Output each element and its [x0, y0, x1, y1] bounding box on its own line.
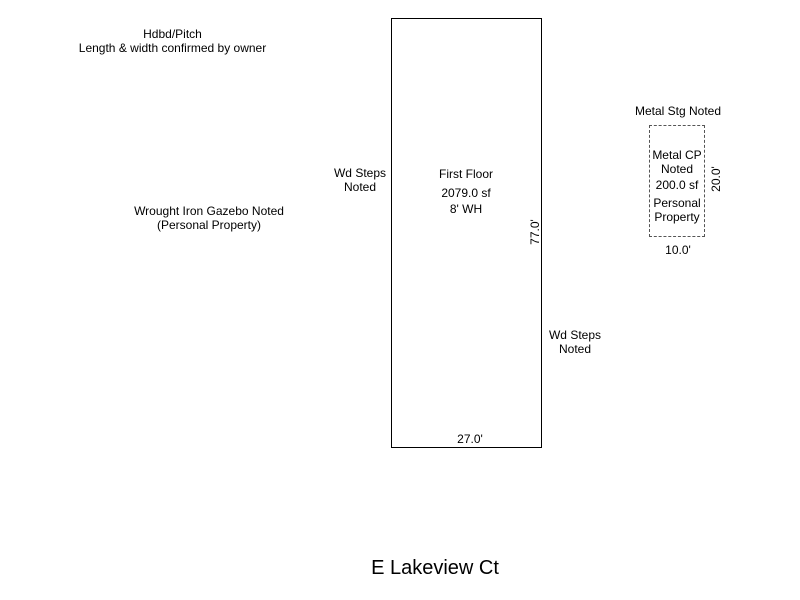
first-floor-label: First Floor 2079.0 sf 8' WH [426, 167, 506, 216]
first-floor-outline [391, 18, 542, 448]
steps-right-note: Wd Steps Noted [540, 328, 610, 356]
gazebo-note-line1: Wrought Iron Gazebo Noted [134, 204, 284, 218]
roof-note: Hdbd/Pitch Length & width confirmed by o… [60, 27, 285, 55]
steps-left-line1: Wd Steps [333, 166, 387, 180]
carport-area: 200.0 sf [655, 178, 699, 192]
metal-storage-note: Metal Stg Noted [634, 104, 722, 118]
gazebo-note-line2: (Personal Property) [156, 218, 262, 232]
carport-line4: Property [654, 210, 700, 224]
carport-length-dimension: 20.0' [709, 166, 723, 192]
roof-note-line2: Length & width confirmed by owner [78, 41, 267, 55]
carport-line2: Noted [660, 162, 694, 176]
steps-left-note: Wd Steps Noted [325, 166, 395, 194]
house-width-dimension: 27.0' [457, 432, 483, 446]
street-name: E Lakeview Ct [371, 557, 499, 579]
carport-line1: Metal CP [652, 148, 702, 162]
carport-label: Metal CP Noted 200.0 sf Personal Propert… [645, 148, 709, 224]
first-floor-area: 2079.0 sf [441, 186, 491, 200]
first-floor-wall-height: 8' WH [449, 202, 483, 216]
gazebo-note: Wrought Iron Gazebo Noted (Personal Prop… [120, 204, 298, 232]
steps-left-line2: Noted [343, 180, 377, 194]
carport-width-dimension: 10.0' [665, 243, 691, 257]
carport-line3: Personal [653, 196, 701, 210]
steps-right-line1: Wd Steps [548, 328, 602, 342]
roof-note-line1: Hdbd/Pitch [143, 27, 202, 41]
house-length-dimension: 77.0' [528, 219, 542, 245]
first-floor-name: First Floor [439, 167, 493, 181]
metal-carport-outline [649, 125, 705, 237]
steps-right-line2: Noted [558, 342, 592, 356]
